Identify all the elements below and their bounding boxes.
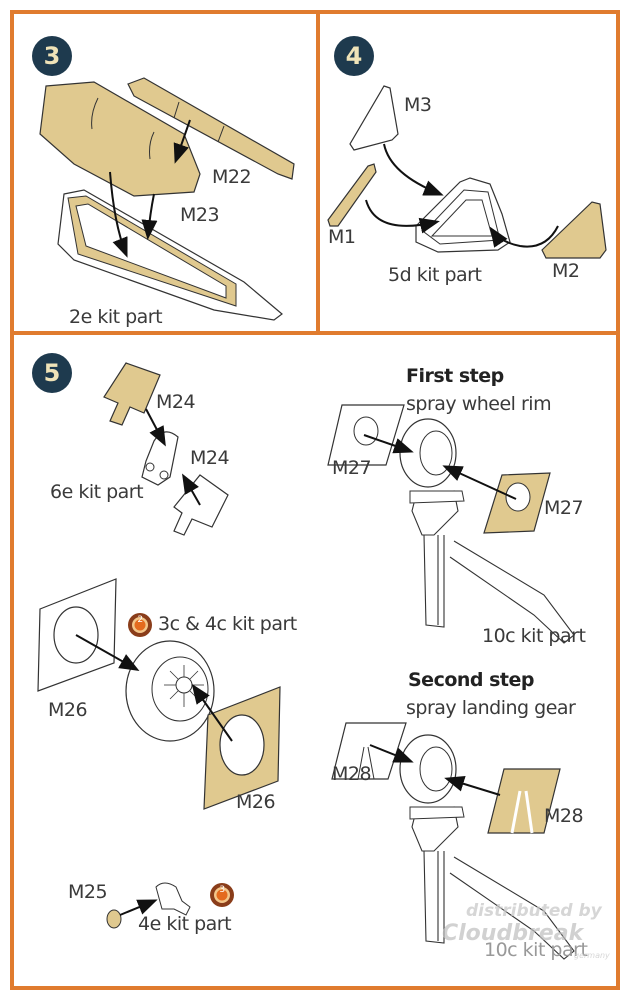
- mask-m28-right: [487, 768, 561, 834]
- watermark-line1: distributed by: [466, 901, 602, 921]
- label-3c-4c-kit-part: 3c & 4c kit part: [158, 613, 297, 635]
- step-3-badge: 3: [32, 36, 72, 76]
- label-2e-kit-part: 2e kit part: [69, 306, 163, 328]
- ref-icon-3-number: 3: [219, 885, 225, 895]
- mask-m1: [327, 163, 377, 227]
- first-step-subtitle: spray wheel rim: [406, 393, 552, 415]
- windscreen-illustration: [327, 85, 607, 259]
- label-m26-right: M26: [236, 791, 276, 813]
- mask-m25: [106, 909, 122, 929]
- ref-icon-3: [210, 883, 234, 907]
- second-step-subtitle: spray landing gear: [406, 697, 576, 719]
- label-10c-kit-part-2: 10c kit part: [484, 939, 588, 961]
- step-4-badge: 4: [334, 36, 374, 76]
- mask-m2: [541, 201, 607, 259]
- label-m22: M22: [212, 166, 252, 188]
- watermark-line3: germany: [574, 951, 610, 960]
- label-m3: M3: [404, 94, 432, 116]
- mask-m24-bottom: [173, 474, 229, 536]
- step-5-panel: 5: [10, 331, 620, 990]
- second-step-title: Second step: [408, 669, 535, 691]
- mask-m24-top: [103, 362, 161, 426]
- label-6e-kit-part: 6e kit part: [50, 481, 144, 503]
- part-4e: [155, 882, 191, 916]
- ref-icon-2: [128, 613, 152, 637]
- label-m2: M2: [552, 260, 580, 282]
- label-10c-kit-part: 10c kit part: [482, 625, 586, 647]
- mask-m3: [349, 85, 399, 151]
- ref-icon-2-number: 2: [137, 615, 143, 625]
- label-m28-right: M28: [544, 805, 584, 827]
- watermark-line2: Cloudbreak: [442, 921, 584, 946]
- canopy-illustration: [39, 77, 295, 321]
- label-m24-bottom: M24: [190, 447, 230, 469]
- label-m23: M23: [180, 204, 220, 226]
- label-m27-right: M27: [544, 497, 584, 519]
- label-m1: M1: [328, 226, 356, 248]
- gear-leg-10c-2: [411, 806, 575, 960]
- label-m28-left: M28: [332, 763, 372, 785]
- step-3-panel: 3 M22 M23 2e kit part: [10, 10, 320, 335]
- label-m25: M25: [68, 881, 108, 903]
- gear-leg-10c: [411, 490, 575, 644]
- label-m24-top: M24: [156, 391, 196, 413]
- landing-gear-illustration: [37, 362, 575, 960]
- step-5-badge: 5: [32, 353, 72, 393]
- label-4e-kit-part: 4e kit part: [138, 913, 232, 935]
- mask-m22: [127, 77, 295, 180]
- step-4-panel: 4 M3 M1 M2 5d kit part: [316, 10, 620, 335]
- mask-m23: [39, 81, 201, 197]
- first-step-title: First step: [406, 365, 504, 387]
- label-m27-left: M27: [332, 457, 372, 479]
- label-5d-kit-part: 5d kit part: [388, 264, 482, 286]
- label-m26-left: M26: [48, 699, 88, 721]
